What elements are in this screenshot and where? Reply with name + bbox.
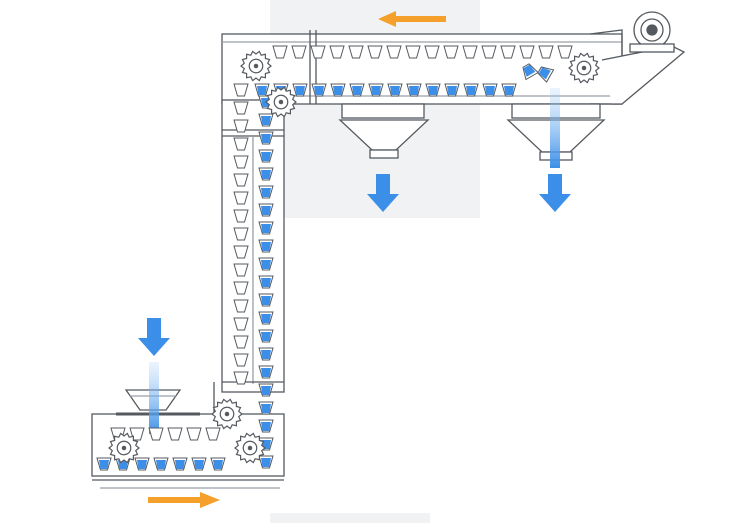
bucket: [233, 119, 249, 133]
bucket: [186, 427, 202, 441]
bucket: [258, 347, 274, 361]
bucket: [233, 83, 249, 97]
bucket: [233, 317, 249, 331]
bucket: [519, 45, 535, 59]
arrow-down-icon: [367, 174, 399, 212]
bucket: [258, 185, 274, 199]
bucket: [310, 45, 326, 59]
sprocket-icon: [568, 52, 600, 84]
bucket: [330, 83, 346, 97]
bucket: [258, 419, 274, 433]
bucket: [405, 45, 421, 59]
bucket: [462, 45, 478, 59]
bucket: [258, 131, 274, 145]
bucket: [210, 457, 226, 471]
bucket: [406, 83, 422, 97]
sprocket-icon: [211, 398, 243, 430]
arrow-down-icon: [138, 318, 170, 356]
bucket: [233, 155, 249, 169]
bucket: [522, 63, 539, 81]
bucket: [205, 427, 221, 441]
bucket: [292, 83, 308, 97]
bucket: [233, 335, 249, 349]
bucket: [167, 427, 183, 441]
bucket: [233, 137, 249, 151]
bucket: [233, 299, 249, 313]
bucket: [258, 149, 274, 163]
bucket: [368, 83, 384, 97]
bucket: [311, 83, 327, 97]
bucket: [258, 401, 274, 415]
bucket: [258, 383, 274, 397]
sprocket-icon: [265, 86, 297, 118]
bucket: [258, 311, 274, 325]
bucket: [329, 45, 345, 59]
bucket: [258, 293, 274, 307]
bucket: [233, 101, 249, 115]
bucket: [233, 245, 249, 259]
bucket: [233, 227, 249, 241]
bucket: [96, 457, 112, 471]
bucket: [258, 239, 274, 253]
bucket: [500, 45, 516, 59]
bucket: [233, 353, 249, 367]
bucket: [367, 45, 383, 59]
bucket: [291, 45, 307, 59]
bucket: [387, 83, 403, 97]
bucket: [191, 457, 207, 471]
bucket: [272, 45, 288, 59]
bucket: [501, 83, 517, 97]
bucket: [233, 191, 249, 205]
bucket: [233, 173, 249, 187]
bucket-chain: [96, 45, 573, 471]
bucket: [386, 45, 402, 59]
arrow-right-icon: [148, 492, 220, 508]
bucket: [233, 209, 249, 223]
bucket: [557, 45, 573, 59]
bucket: [258, 203, 274, 217]
bucket: [482, 83, 498, 97]
sprocket-icon: [108, 432, 140, 464]
outlet-material-stream: [550, 88, 560, 168]
bucket: [481, 45, 497, 59]
discharge-outlet-1: [338, 103, 430, 159]
bucket: [153, 457, 169, 471]
motor-icon: [601, 11, 686, 105]
bucket: [258, 329, 274, 343]
bucket: [538, 45, 554, 59]
bucket: [148, 427, 164, 441]
bucket: [537, 66, 555, 83]
bucket: [233, 263, 249, 277]
bucket: [443, 45, 459, 59]
bucket: [258, 365, 274, 379]
bucket: [348, 45, 364, 59]
sprocket-icon: [240, 50, 272, 82]
sprocket-group: [108, 50, 600, 464]
bucket: [258, 113, 274, 127]
bucket: [258, 221, 274, 235]
bucket: [258, 275, 274, 289]
arrow-down-icon: [539, 174, 571, 212]
bucket: [233, 281, 249, 295]
sprocket-icon: [234, 432, 266, 464]
bucket: [424, 45, 440, 59]
bucket: [258, 257, 274, 271]
bucket: [258, 455, 274, 469]
inlet-material-stream: [149, 362, 159, 434]
arrow-left-icon: [378, 11, 446, 27]
bucket: [444, 83, 460, 97]
background-panel-bottom: [270, 513, 430, 523]
bucket: [425, 83, 441, 97]
bucket: [349, 83, 365, 97]
bucket: [258, 167, 274, 181]
bucket: [172, 457, 188, 471]
bucket: [463, 83, 479, 97]
vertical-casing: [221, 99, 285, 393]
bucket: [233, 371, 249, 385]
bucket: [134, 457, 150, 471]
